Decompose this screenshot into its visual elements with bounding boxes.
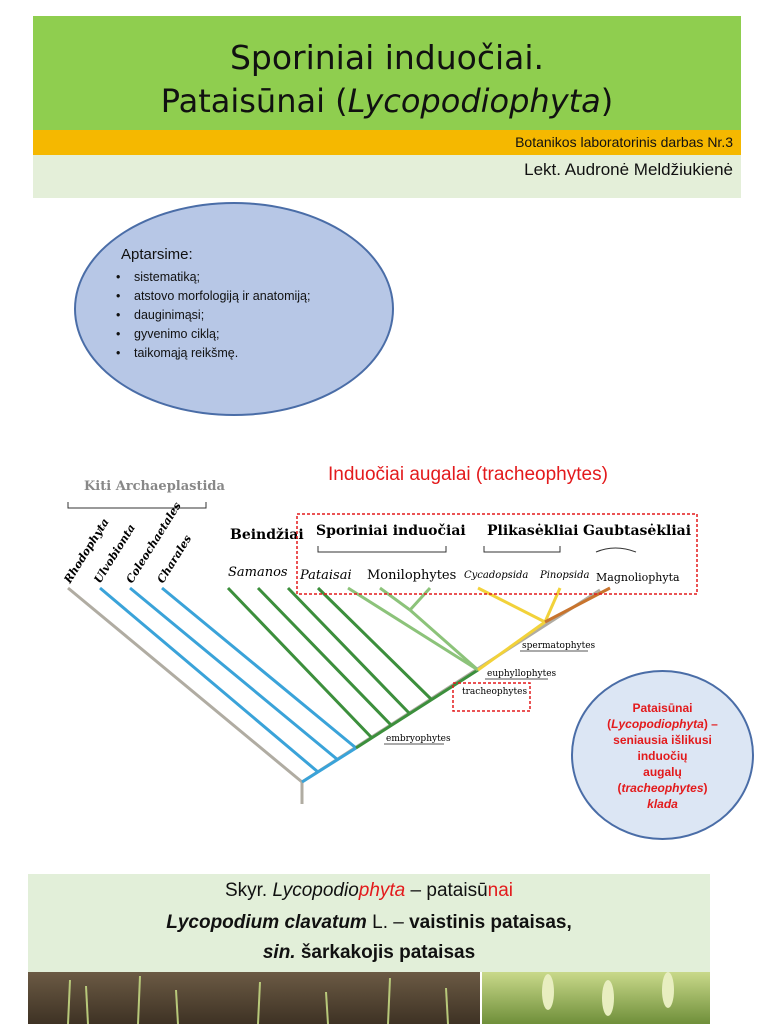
branch-monilo-1	[347, 586, 479, 672]
branch-ulvobionta	[99, 586, 319, 774]
page-title: Sporiniai induočiai.	[229, 38, 545, 77]
clade-line: seniausia išlikusi	[613, 733, 712, 747]
branch-monilo-stem	[409, 608, 479, 672]
lab-band: Botanikos laboratorinis darbas Nr.3	[33, 130, 741, 155]
group-bryo: Beindžiai	[230, 527, 304, 543]
leaf-coleochaetales: Coleochaetales	[124, 500, 184, 586]
clade-note-ellipse: Pataisūnai (Lycopodiophyta) – seniausia …	[571, 670, 754, 840]
aims-ellipse: Aptarsime: sistematiką; atstovo morfolog…	[74, 202, 394, 416]
clade-line: induočių	[637, 749, 688, 763]
bracket-other	[67, 502, 207, 509]
taxon-pinopsida: Pinopsida	[539, 570, 590, 581]
subtitle-part: )	[600, 82, 614, 120]
species-part: Lycopodium clavatum	[166, 912, 367, 933]
branch-green-stem	[301, 746, 357, 784]
branch-monilo-3	[408, 586, 432, 612]
lecturer-name: Lekt. Audronė Meldžiukienė	[524, 160, 733, 179]
clade-note: Pataisūnai (Lycopodiophyta) – seniausia …	[587, 700, 738, 812]
aims-list: sistematiką; atstovo morfologiją ir anat…	[116, 268, 310, 363]
clade-line: augalų	[643, 765, 682, 779]
species-part: L. –	[366, 912, 410, 933]
clade-line: (Lycopodiophyta) –	[587, 716, 738, 732]
branch-coleochaetales	[129, 586, 339, 762]
taxon-monilophytes: Monilophytes	[367, 568, 456, 583]
branch-monilo-2	[379, 586, 411, 612]
group-gymno: Plikasėkliai	[487, 523, 578, 539]
clade-part: (	[617, 781, 622, 795]
clade-part: (	[607, 717, 612, 731]
node-label-embryophytes: embryophytes	[386, 734, 451, 744]
title-band: Sporiniai induočiai. Pataisūnai (Lycopod…	[33, 16, 741, 130]
bracket-angio	[595, 547, 637, 553]
species-part: – pataisū	[405, 880, 488, 901]
bracket-spore	[317, 546, 447, 553]
clade-line: klada	[647, 797, 678, 811]
group-angio: Gaubtasėkliai	[583, 523, 691, 539]
subtitle-latin: Lycopodiophyta	[347, 82, 601, 120]
branch-bryo-3	[286, 586, 412, 716]
species-line-2: Lycopodium clavatum L. – vaistinis patai…	[28, 912, 710, 934]
lecturer-band: Lekt. Audronė Meldžiukienė	[33, 155, 741, 198]
tracheophyte-group-box	[296, 513, 698, 595]
photo-left	[28, 972, 480, 1024]
species-band: Skyr. Lycopodiophyta – pataisūnai Lycopo…	[28, 874, 710, 972]
branch-embryo-stem	[355, 668, 479, 750]
clade-line: (tracheophytes)	[587, 780, 738, 796]
branch-magno	[544, 586, 611, 624]
clade-part: )	[703, 781, 708, 795]
branch-charales	[161, 586, 357, 750]
species-part: Lycopodio	[272, 880, 359, 901]
clade-line: Pataisūnai	[632, 701, 693, 715]
clade-part: ) –	[703, 717, 718, 731]
species-part: Skyr.	[224, 880, 273, 901]
moss-photo-strip	[28, 972, 710, 1024]
list-item: dauginimąsi;	[116, 306, 310, 325]
species-part: phyta	[358, 880, 406, 901]
list-item: atstovo morfologiją ir anatomiją;	[116, 287, 310, 306]
group-spore: Sporiniai induočiai	[316, 523, 466, 539]
tracheophytes-box	[452, 682, 531, 712]
taxon-magnoliophyta: Magnoliophyta	[596, 571, 680, 584]
species-part: vaistinis pataisas,	[409, 912, 572, 933]
group-other: Kiti Archaeplastida	[84, 479, 226, 494]
photo-right	[482, 972, 710, 1024]
node-label-spermatophytes: spermatophytes	[522, 641, 596, 651]
list-item: sistematiką;	[116, 268, 310, 287]
species-part: nai	[487, 880, 514, 901]
subtitle-part: Pataisūnai (	[160, 82, 348, 120]
clade-part: tracheophytes	[621, 781, 704, 795]
node-label-euphyllophytes: euphyllophytes	[487, 669, 557, 679]
taxon-pataisai: Pataisai	[299, 568, 352, 583]
clade-part: Lycopodiophyta	[611, 717, 704, 731]
branch-bryo-2	[256, 586, 394, 728]
list-item: gyvenimo ciklą;	[116, 325, 310, 344]
branch-cycad	[477, 586, 546, 624]
branch-rhodophyta	[67, 586, 303, 784]
node-label-tracheophytes: tracheophytes	[462, 687, 527, 697]
lab-title: Botanikos laboratorinis darbas Nr.3	[515, 134, 733, 150]
bracket-gymno	[483, 546, 561, 553]
species-part: sin.	[262, 942, 296, 963]
list-item: taikomąją reikšmę.	[116, 344, 310, 363]
aims-title: Aptarsime:	[121, 246, 193, 263]
tree-heading: Induočiai augalai (tracheophytes)	[328, 464, 608, 485]
species-line-1: Skyr. Lycopodiophyta – pataisūnai	[28, 880, 710, 902]
taxon-samanos: Samanos	[228, 565, 288, 580]
branch-euphyll-stem	[477, 620, 546, 672]
taxon-cycadopsida: Cycadopsida	[464, 570, 528, 581]
species-line-3: sin. šarkakojis pataisas	[28, 942, 710, 964]
page-subtitle: Pataisūnai (Lycopodiophyta)	[33, 82, 741, 120]
branch-pataisai	[316, 586, 434, 702]
tree-branches	[67, 586, 611, 804]
branch-pinop	[543, 587, 562, 623]
species-part: šarkakojis pataisas	[295, 942, 476, 963]
branch-bryo-1	[226, 586, 374, 740]
